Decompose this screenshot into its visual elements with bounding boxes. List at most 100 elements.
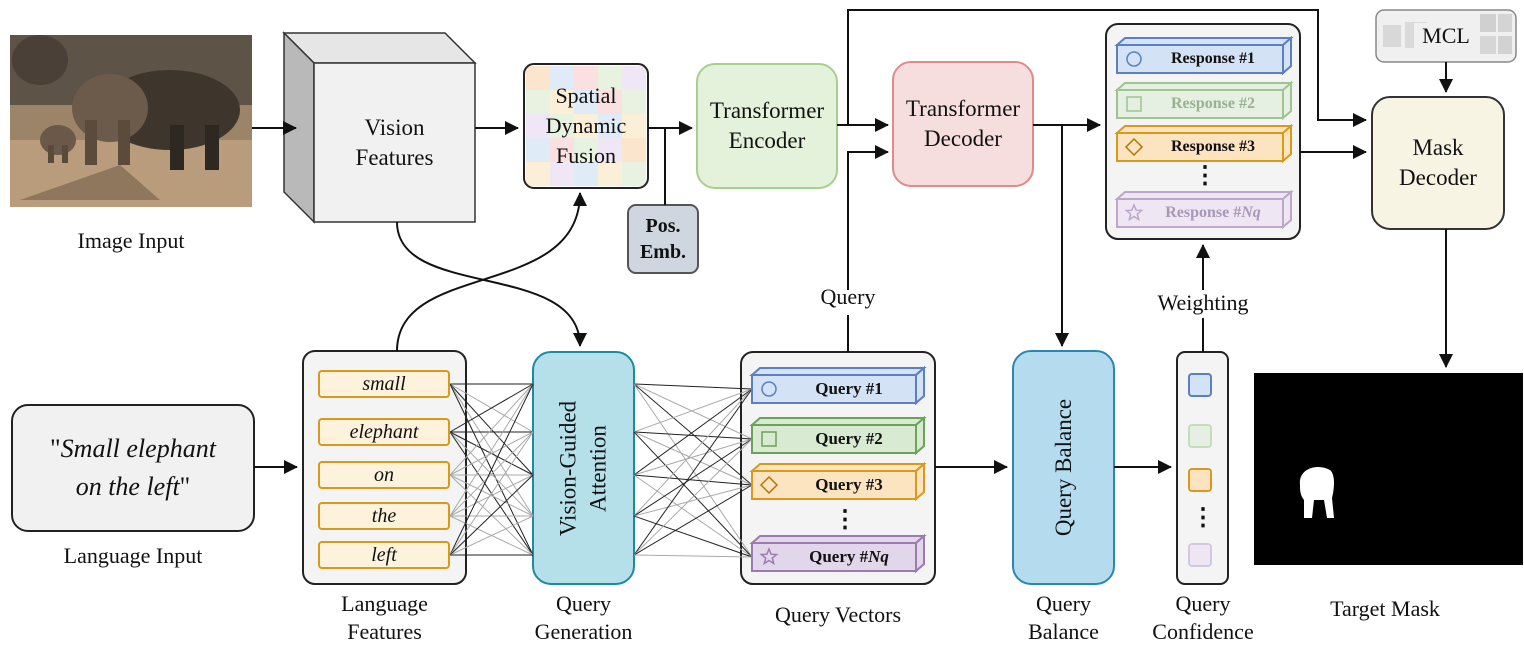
query-confidence-line1: Query	[1175, 591, 1231, 616]
diamond-icon	[759, 475, 779, 495]
square-icon	[1126, 96, 1142, 112]
connection-line	[633, 438, 753, 476]
response-3-number: 3	[1247, 138, 1255, 155]
arrow-query-to-decoder	[847, 145, 889, 290]
query-balance-caption-line2: Balance	[1028, 619, 1099, 644]
vision-features-line2: Features	[355, 144, 434, 170]
connection-line	[633, 388, 753, 517]
language-features-line2: Features	[347, 619, 422, 644]
mcl-text: MCL	[1414, 23, 1478, 49]
quote-close: "	[179, 472, 191, 501]
connection-line	[633, 383, 753, 486]
connection-line	[633, 383, 753, 390]
confidence-ellipsis: ⋮	[1191, 504, 1215, 531]
connection-line	[633, 474, 753, 486]
star-icon	[759, 546, 779, 566]
connection-line	[633, 484, 753, 556]
connection-line	[633, 438, 753, 517]
response-1-label: Response #1	[1140, 45, 1286, 73]
confidence-3-square	[1188, 468, 1212, 492]
query-3-number: 3	[874, 475, 883, 494]
vga-line2: Attention	[585, 425, 610, 512]
response-ellipsis: ⋮	[1193, 162, 1217, 189]
spatial-dynamic-fusion-box	[523, 63, 649, 189]
connection-line	[633, 388, 753, 556]
response-1-number: 1	[1247, 50, 1255, 67]
query-nq-number: Nq	[868, 547, 889, 566]
arrows	[252, 9, 1453, 474]
query-generation-line1: Query	[556, 591, 611, 616]
query-generation-caption: Query Generation	[520, 590, 647, 646]
sdf-label: Spatial Dynamic Fusion	[524, 64, 648, 188]
response-nq-number: Nq	[1241, 204, 1261, 221]
query-1-label: Query #1	[774, 375, 924, 403]
pos-emb-label: Pos. Emb.	[628, 205, 698, 273]
vision-guided-attention-label: Vision-Guided Attention	[533, 353, 634, 585]
vision-guided-attention-box	[532, 351, 635, 585]
circle-icon	[1126, 51, 1142, 67]
mcl-label: MCL	[1376, 10, 1516, 62]
mask-decoder-box	[1371, 96, 1505, 230]
connection-line	[633, 554, 753, 558]
transformer-decoder-line1: Transformer	[905, 96, 1021, 121]
query-balance-caption: Query Balance	[1003, 590, 1124, 646]
query-bar-2	[749, 415, 927, 456]
connection-line	[449, 383, 534, 517]
query-nq-prefix: Query #	[809, 547, 869, 566]
response-bar-4	[1114, 189, 1294, 230]
query-confidence-caption: Query Confidence	[1140, 590, 1266, 646]
transformer-encoder-label: Transformer Encoder	[697, 64, 837, 188]
transformer-encoder-line1: Transformer	[709, 98, 825, 123]
query-ellipsis: ⋮	[833, 506, 857, 533]
language-features-caption: Language Features	[303, 590, 466, 646]
confidence-2-square	[1188, 424, 1212, 448]
connection-line	[449, 474, 534, 556]
query-2-number: 2	[874, 429, 883, 448]
query-generation-line2: Generation	[534, 619, 633, 644]
language-input-line1: Small elephant	[60, 434, 216, 463]
vision-features-cube	[282, 31, 477, 224]
confidence-1-square	[1188, 373, 1212, 397]
response-2-number: 2	[1247, 95, 1255, 112]
sdf-line3: Fusion	[556, 143, 616, 168]
language-input-line2: on the left	[75, 472, 180, 501]
query-1-prefix: Query #	[815, 379, 875, 398]
query-nq-label: Query #Nq	[774, 543, 924, 571]
target-mask-caption: Target Mask	[1330, 596, 1440, 621]
connection-line	[633, 515, 753, 558]
vga-line1: Vision-Guided	[555, 400, 580, 537]
query-arrow-label: Query	[820, 284, 876, 309]
confidence-nq-square	[1188, 543, 1212, 567]
arrow-encoder-skip-to-mask-decoder	[847, 9, 1367, 127]
diamond-icon	[1124, 137, 1144, 157]
connection-line	[633, 431, 753, 440]
connection-line	[449, 383, 534, 476]
connection-line	[633, 474, 753, 558]
connection-line	[633, 383, 753, 558]
arrow-language-to-sdf	[396, 192, 587, 352]
connection-line	[449, 515, 534, 556]
response-bars	[1114, 35, 1294, 230]
query-vectors-caption: Query Vectors	[774, 602, 902, 627]
mask-decoder-line1: Mask	[1412, 135, 1464, 160]
transformer-decoder-line2: Decoder	[924, 126, 1002, 151]
language-features-line1: Language	[341, 591, 428, 616]
response-2-prefix: Response #	[1170, 95, 1247, 112]
query-bar-4	[749, 533, 927, 574]
query-balance-caption-line1: Query	[1036, 591, 1091, 616]
vision-features-label: Vision Features	[314, 63, 475, 222]
response-3-prefix: Response #	[1170, 138, 1247, 155]
connection-line	[449, 431, 534, 476]
query-3-label: Query #3	[774, 471, 924, 499]
connection-line	[449, 383, 534, 556]
star-icon	[1124, 202, 1144, 222]
connection-line	[633, 431, 753, 486]
word-elephant: elephant	[318, 418, 450, 446]
query-bar-3	[749, 461, 927, 502]
target-mask-image	[1254, 373, 1523, 565]
response-bar-3	[1114, 123, 1294, 164]
connection-line	[633, 484, 753, 517]
response-2-label: Response #2	[1140, 90, 1286, 118]
response-bar-2	[1114, 80, 1294, 121]
